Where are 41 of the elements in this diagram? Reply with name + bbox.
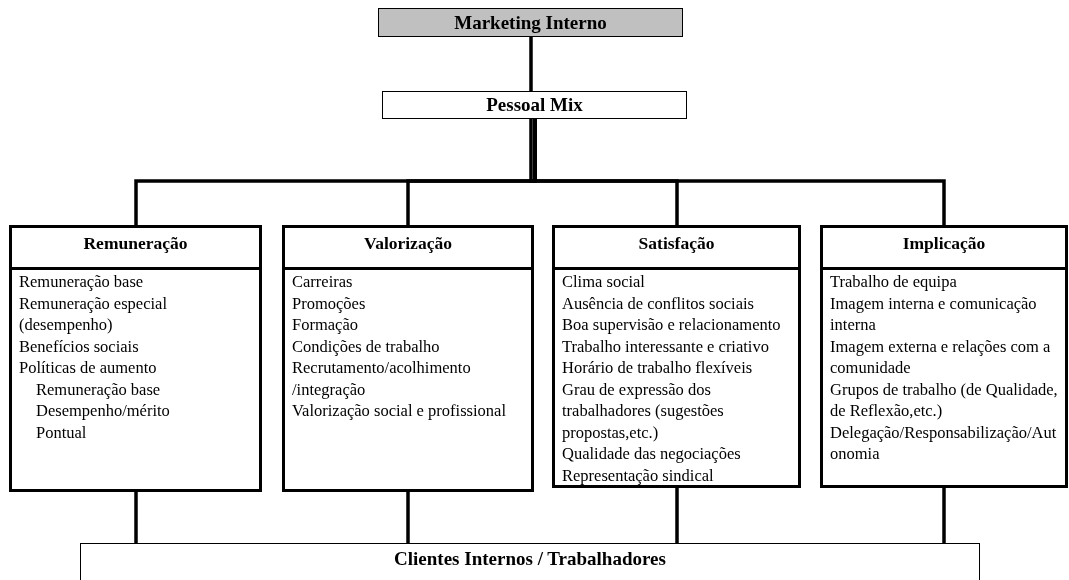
- list-item: Boa supervisão e relacionamento: [562, 314, 782, 336]
- category-box: [552, 225, 801, 488]
- list-item: Formação: [292, 314, 359, 336]
- category-box: [820, 225, 1068, 488]
- list-item: Delegação/Responsabilização/Autonomia: [830, 421, 1058, 465]
- list-item: Horário de trabalho flexíveis: [562, 357, 754, 379]
- list-item: Qualidade das negociações: [562, 443, 742, 465]
- category-heading: Valorização: [364, 233, 452, 254]
- process-box: Clientes Internos / Trabalhadores: [80, 543, 980, 580]
- sub-list-item: Remuneração base: [35, 378, 162, 400]
- list-item: Imagem externa e relações com a comunidade: [830, 335, 1052, 379]
- list-item: Trabalho interessante e criativo: [562, 335, 770, 357]
- category-box: [9, 225, 262, 492]
- list-item: Representação sindical: [562, 464, 715, 486]
- sub-list-item: Desempenho/mérito: [35, 400, 171, 422]
- list-item: Benefícios sociais: [19, 335, 140, 357]
- process-box: Pessoal Mix: [382, 91, 687, 119]
- list-item: Clima social: [562, 271, 646, 293]
- category-heading: Satisfação: [638, 233, 715, 254]
- list-item: Políticas de aumento: [19, 357, 158, 379]
- connector-line: [675, 488, 679, 543]
- list-item: Valorização social e profissional: [292, 400, 507, 422]
- list-item: Remuneração base: [19, 271, 145, 293]
- list-item: Promoções: [292, 292, 367, 314]
- list-item: Grau de expressão dos trabalhadores (sugestões propostas,etc.): [562, 378, 725, 443]
- sub-list-item: Pontual: [35, 421, 88, 443]
- list-item: Grupos de trabalho (de Qualidade, de Reflexão,etc.): [830, 378, 1059, 422]
- connector-line: [406, 492, 410, 543]
- list-item: Imagem interna e comunicação interna: [830, 292, 1038, 336]
- category-box: [282, 225, 534, 492]
- list-item: Carreiras: [292, 271, 354, 293]
- list-item: Condições de trabalho: [292, 335, 441, 357]
- list-item: Recrutamento/acolhimento /integração: [292, 357, 472, 400]
- category-heading: Implicação: [902, 233, 986, 254]
- title-box: Marketing Interno: [378, 8, 683, 37]
- list-item: Ausência de conflitos sociais: [562, 292, 755, 314]
- connector-line: [134, 492, 138, 543]
- connector-line: [942, 488, 946, 543]
- category-heading: Remuneração: [83, 233, 188, 254]
- list-item: Trabalho de equipa: [830, 271, 958, 293]
- list-item: Remuneração especial (desempenho): [19, 292, 168, 336]
